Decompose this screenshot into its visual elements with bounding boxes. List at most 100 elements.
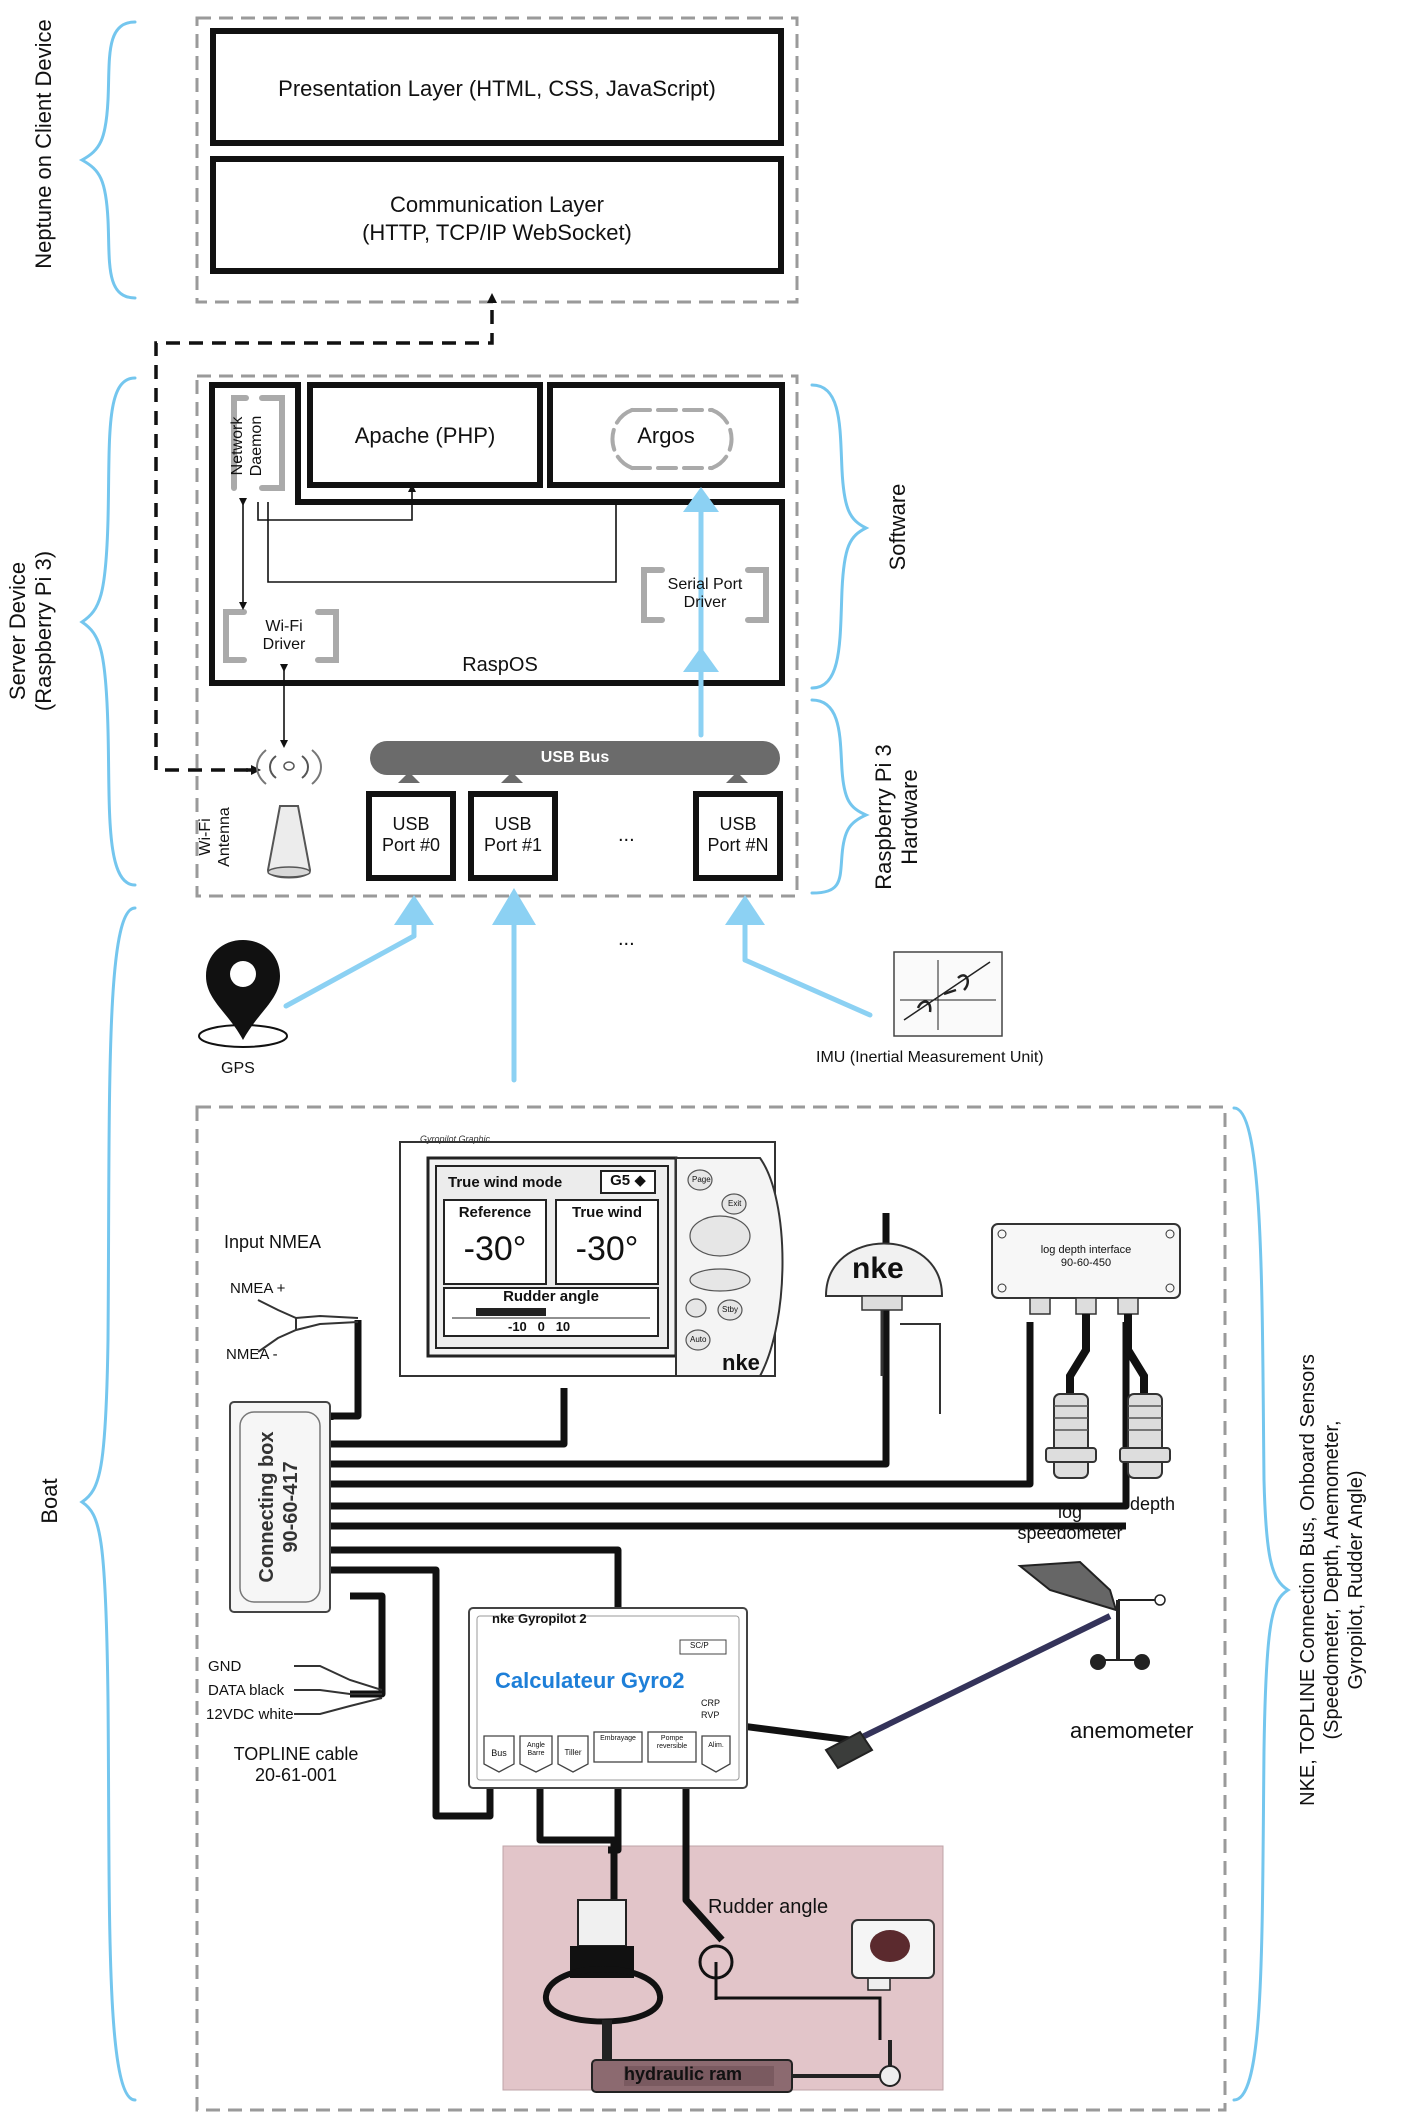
group-label-hardware: Raspberry Pi 3 Hardware xyxy=(871,737,925,897)
apache-label: Apache (PHP) xyxy=(354,423,496,448)
wifi-antenna-line1: Wi-Fi xyxy=(197,818,214,856)
gnd-label: GND xyxy=(208,1658,242,1675)
group-label-boat: Boat xyxy=(37,1478,62,1524)
signal-wires xyxy=(257,1299,383,1715)
client-container xyxy=(195,16,799,304)
gyropilot-key-exit: Exit xyxy=(728,1199,742,1208)
nmea-plus-label: NMEA + xyxy=(230,1280,286,1297)
gyropilot-col2-title: True wind xyxy=(571,1204,642,1221)
bus-label-line3: Gyropilot, Rudder Angle) xyxy=(1345,1470,1367,1690)
connecting-box-graphic xyxy=(229,1401,331,1613)
bus-label-line1: NKE, TOPLINE Connection Bus, Onboard Sen… xyxy=(1297,1354,1319,1806)
boat-container xyxy=(195,1105,1227,2112)
rudder-angle-label: Rudder angle xyxy=(708,1896,829,1918)
nke-dome-graphic xyxy=(824,1242,944,1414)
imu-label: IMU (Inertial Measurement Unit) xyxy=(816,1049,1044,1066)
data-black-label: DATA black xyxy=(208,1682,285,1699)
gyro2-header: nke Gyropilot 2 xyxy=(492,1611,587,1626)
group-label-bus: NKE, TOPLINE Connection Bus, Onboard Sen… xyxy=(1296,1300,1372,1860)
gyropilot-key-page: Page xyxy=(692,1175,711,1184)
gyropilot-col2-value: -30° xyxy=(575,1230,639,1268)
communication-layer-title: Communication Layer xyxy=(390,192,604,217)
gyropilot-brand: nke xyxy=(722,1350,760,1375)
input-nmea-label: Input NMEA xyxy=(224,1232,322,1252)
gyro2-terminal-alim: Alim. xyxy=(708,1742,724,1749)
hardware-label-line2: Hardware xyxy=(897,769,923,865)
wifi-driver-label: Wi-Fi Driver xyxy=(236,618,332,655)
communication-layer-protocols: (HTTP, TCP/IP WebSocket) xyxy=(362,220,632,245)
hardware-label-line1: Raspberry Pi 3 xyxy=(871,744,896,890)
usb-port-n-label: USB Port #N xyxy=(696,814,780,855)
usb-ports-ellipsis: ... xyxy=(618,824,635,846)
hydraulic-ram-label: hydraulic ram xyxy=(624,2064,743,2084)
log-depth-sensors-graphic xyxy=(1045,1314,1171,1479)
usb-bus-label: USB Bus xyxy=(540,749,610,766)
gyro2-terminal-tiller: Tiller xyxy=(564,1748,582,1757)
gyro2-title: Calculateur Gyro2 xyxy=(495,1668,685,1693)
brace-server xyxy=(79,376,137,887)
bus-label-line2: (Speedometer, Depth, Anemometer, xyxy=(1321,1420,1343,1740)
raspos-label: RaspOS xyxy=(462,654,538,676)
gyro2-rvp: RVP xyxy=(701,1710,720,1720)
network-daemon-line2: Daemon xyxy=(248,415,266,477)
flow-arrowheads xyxy=(394,487,765,925)
gyropilot-key-auto: Auto xyxy=(690,1335,707,1344)
connecting-box-line2: 90-60-417 xyxy=(280,1461,302,1553)
usb-ports xyxy=(366,791,783,881)
presentation-layer-box: Presentation Layer (HTML, CSS, JavaScrip… xyxy=(210,28,784,146)
usb-port-1-line2: Port #1 xyxy=(483,834,543,855)
anemometer-graphic xyxy=(824,1560,1166,1770)
driver-brackets xyxy=(223,395,769,663)
gyropilot-rudder-title: Rudder angle xyxy=(503,1288,599,1305)
gyro2-terminal-bus: Bus xyxy=(491,1748,507,1758)
hydraulic-ram-graphic xyxy=(543,1899,935,2093)
topline-cable-label: TOPLINE cable 20-61-001 xyxy=(206,1744,386,1785)
wifi-driver-line2: Driver xyxy=(262,636,306,654)
log-line2: speedometer xyxy=(1017,1522,1123,1543)
serial-port-driver-label: Serial Port Driver xyxy=(644,576,766,613)
log-depth-interface-graphic xyxy=(991,1223,1181,1315)
anemometer-label: anemometer xyxy=(1070,1718,1194,1743)
wifi-driver-line1: Wi-Fi xyxy=(265,618,303,635)
group-label-software: Software xyxy=(885,483,910,571)
brace-hardware xyxy=(810,698,870,895)
inputs-ellipsis: ... xyxy=(618,928,635,950)
group-containers xyxy=(195,16,1227,2112)
gyropilot-mode-badge: G5 ◆ xyxy=(600,1170,656,1194)
log-line1: log xyxy=(1057,1502,1083,1522)
brace-bus xyxy=(1232,1106,1291,2102)
gyropilot-key-stby: Stby xyxy=(722,1305,739,1314)
wifi-antenna-graphic xyxy=(256,749,322,879)
connecting-box-label: Connecting box 90-60-417 xyxy=(255,1422,305,1592)
usb-port-0-line2: Port #0 xyxy=(381,834,441,855)
usb-port-1-label: USB Port #1 xyxy=(471,814,555,855)
brace-client xyxy=(78,20,137,300)
usb-port-0-label: USB Port #0 xyxy=(369,814,453,855)
gyropilot-display-graphic xyxy=(399,1141,784,1377)
gps-pin-graphic xyxy=(198,940,288,1048)
depth-label: depth xyxy=(1130,1494,1176,1514)
server-label-line1: Server Device xyxy=(5,561,30,701)
server-boxes xyxy=(209,382,785,686)
serial-driver-line2: Driver xyxy=(683,594,727,612)
usb-port-n-line1: USB xyxy=(719,814,757,834)
network-daemon-label: Network Daemon xyxy=(228,406,268,486)
gyropilot-scale: -10 0 10 xyxy=(508,1319,571,1334)
network-daemon-line1: Network xyxy=(229,416,246,476)
server-label-line2: (Raspberry Pi 3) xyxy=(31,550,57,712)
topline-cable-line2: 20-61-001 xyxy=(254,1764,338,1785)
gps-label: GPS xyxy=(221,1060,255,1077)
gyropilot-mode: True wind mode xyxy=(448,1174,563,1191)
argos-box xyxy=(547,382,785,488)
gyro2-graphic xyxy=(468,1607,748,1789)
log-depth-interface-line2: 90-60-450 xyxy=(1060,1256,1112,1269)
brace-software xyxy=(810,383,870,690)
gyro2-terminal-embrayage: Embrayage xyxy=(600,1735,636,1742)
topline-cable-line1: TOPLINE cable xyxy=(233,1744,359,1764)
vdc-white-label: 12VDC white xyxy=(206,1706,294,1723)
raspos-frame xyxy=(209,382,785,686)
wifi-antenna-line2: Antenna xyxy=(216,807,234,867)
gyropilot-display-header: Gyropilot Graphic xyxy=(420,1134,491,1144)
usb-port-n-line2: Port #N xyxy=(707,834,769,855)
